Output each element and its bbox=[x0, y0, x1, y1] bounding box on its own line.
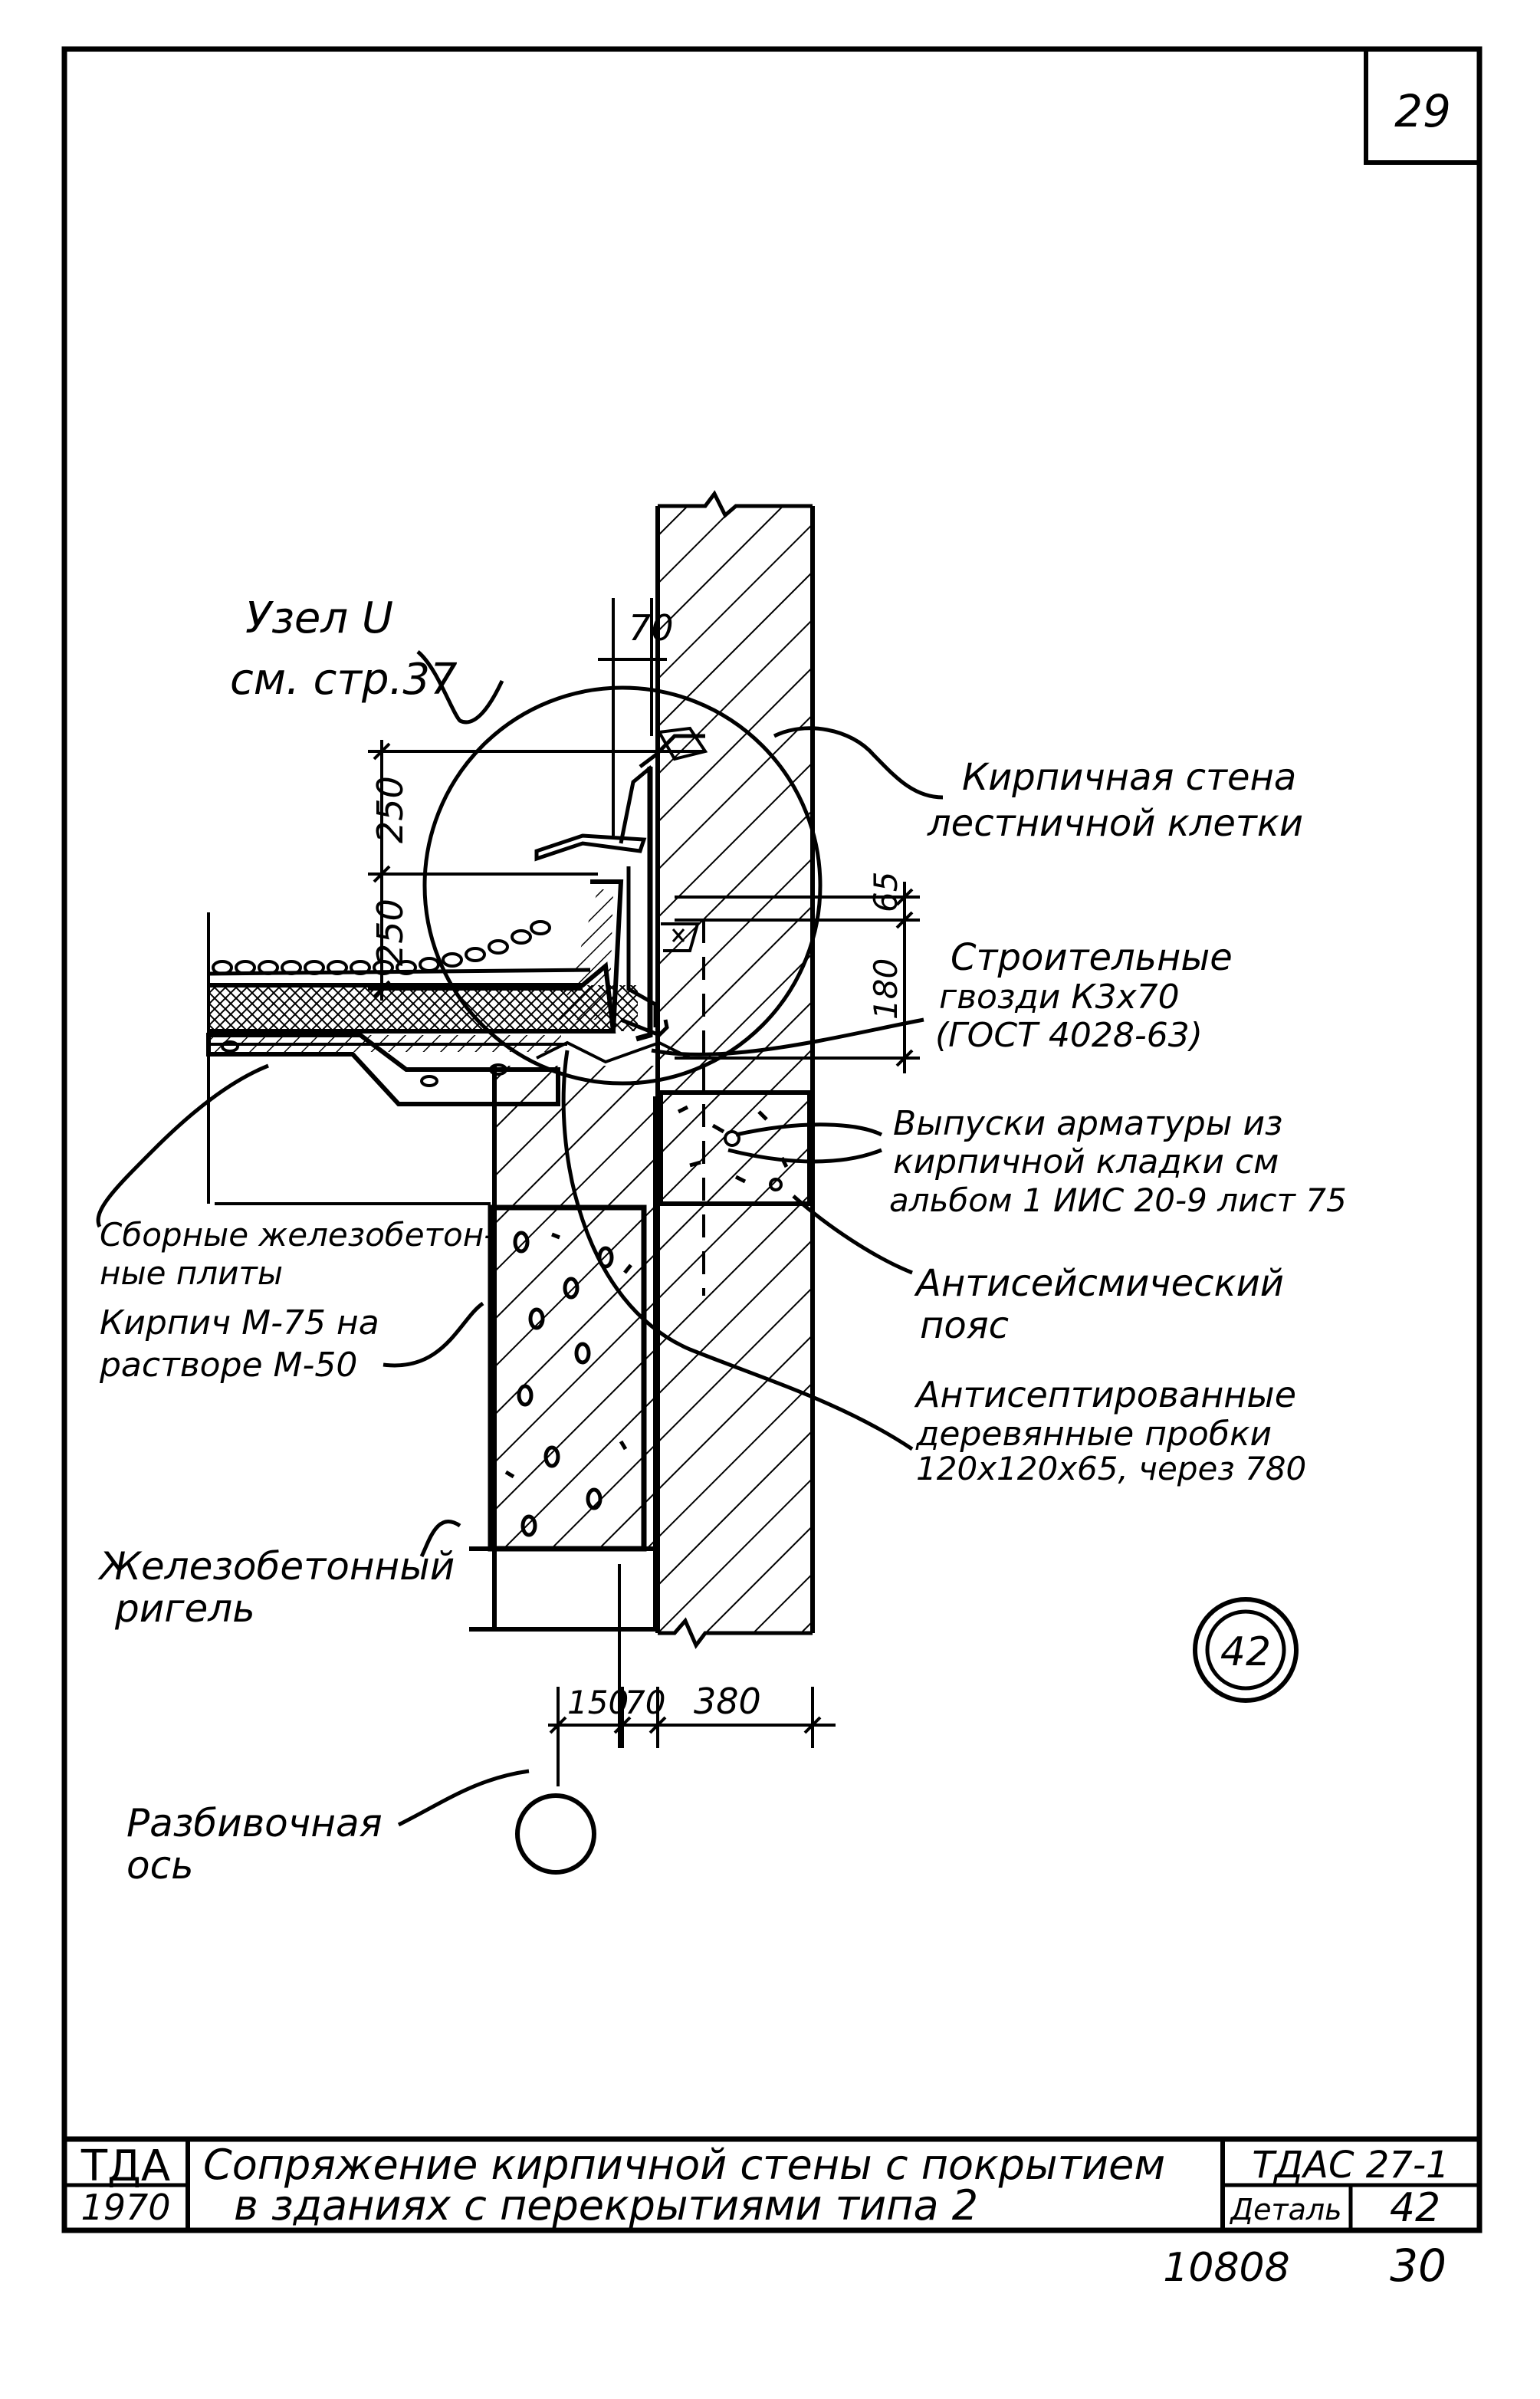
antiseismic-belt bbox=[658, 1090, 812, 1206]
label-girder-1: Железобетонный bbox=[97, 1544, 455, 1589]
dim-right-lower: 180 bbox=[867, 958, 905, 1020]
label-axis-1: Разбивочная bbox=[126, 1801, 383, 1845]
dim-bottom-150: 150 bbox=[567, 1684, 629, 1721]
detail-label: Деталь bbox=[1229, 2193, 1341, 2226]
footer-code: 10808 bbox=[1163, 2245, 1289, 2291]
detail-number: 42 bbox=[1390, 2185, 1440, 2231]
year: 1970 bbox=[80, 2187, 170, 2228]
node-ref-line1: Узел U bbox=[245, 593, 393, 643]
series-code: ТДАС 27-1 bbox=[1252, 2144, 1449, 2187]
label-girder-2: ригель bbox=[114, 1586, 255, 1631]
page-number-box: 29 bbox=[1364, 47, 1482, 165]
label-rebar-2: кирпичной кладки см bbox=[893, 1142, 1279, 1181]
title-block: ТДА 1970 Сопряжение кирпичной стены с по… bbox=[64, 2136, 1479, 2231]
label-brick-2: растворе М-50 bbox=[99, 1346, 357, 1385]
brick-infill bbox=[492, 1066, 658, 1629]
title-line-2: в зданиях с перекрытиями типа 2 bbox=[234, 2181, 978, 2230]
dim-top: 70 bbox=[629, 607, 674, 649]
detail-mark-number: 42 bbox=[1220, 1629, 1271, 1675]
label-nails-1: Строительные bbox=[951, 936, 1233, 979]
label-rebar-3: альбом 1 ИИС 20-9 лист 75 bbox=[889, 1181, 1347, 1219]
dim-bottom-70: 70 bbox=[625, 1684, 665, 1721]
label-slabs-1: Сборные железобетон- bbox=[100, 1216, 495, 1254]
node-ref-line2: см. стр.37 bbox=[230, 655, 458, 705]
label-brick-1: Кирпич М-75 на bbox=[100, 1303, 379, 1342]
detail-mark: 42 bbox=[1193, 1597, 1299, 1703]
footer-sheet: 30 bbox=[1390, 2240, 1446, 2292]
label-antiseismic-2: пояс bbox=[920, 1304, 1009, 1347]
label-slabs-2: ные плиты bbox=[100, 1254, 283, 1292]
roof-slab bbox=[206, 833, 691, 1106]
label-nails-3: (ГОСТ 4028-63) bbox=[935, 1016, 1203, 1055]
sheet-frame bbox=[61, 46, 1483, 2233]
label-plugs-3: 120х120х65, через 780 bbox=[916, 1450, 1306, 1487]
dim-bottom-380: 380 bbox=[694, 1681, 761, 1722]
label-antiseismic-1: Антисейсмический bbox=[914, 1262, 1284, 1305]
dimensions bbox=[368, 598, 920, 1748]
rc-girder bbox=[469, 1204, 655, 1632]
dim-left-upper: 250 bbox=[369, 776, 411, 843]
dim-left-lower: 250 bbox=[369, 899, 411, 966]
label-plugs-2: деревянные пробки bbox=[915, 1415, 1272, 1454]
label-rebar-1: Выпуски арматуры из bbox=[893, 1104, 1282, 1143]
dim-right-upper: 65 bbox=[867, 872, 905, 912]
brick-wall bbox=[655, 490, 815, 1649]
org-code: ТДА bbox=[80, 2141, 170, 2191]
label-plugs-1: Антисептированные bbox=[914, 1374, 1296, 1415]
title-line-1: Сопряжение кирпичной стены с покрытием bbox=[203, 2141, 1165, 2189]
label-brick-wall-1: Кирпичная стена bbox=[962, 756, 1296, 799]
label-axis-2: ось bbox=[126, 1843, 194, 1888]
label-brick-wall-2: лестничной клетки bbox=[927, 802, 1303, 845]
axis-bubble bbox=[515, 1793, 596, 1875]
label-nails-2: гвозди К3х70 bbox=[939, 978, 1180, 1017]
node-callout: Узел U см. стр.37 bbox=[230, 593, 823, 1086]
leader-lines bbox=[96, 726, 944, 1827]
page-number: 29 bbox=[1394, 85, 1451, 137]
